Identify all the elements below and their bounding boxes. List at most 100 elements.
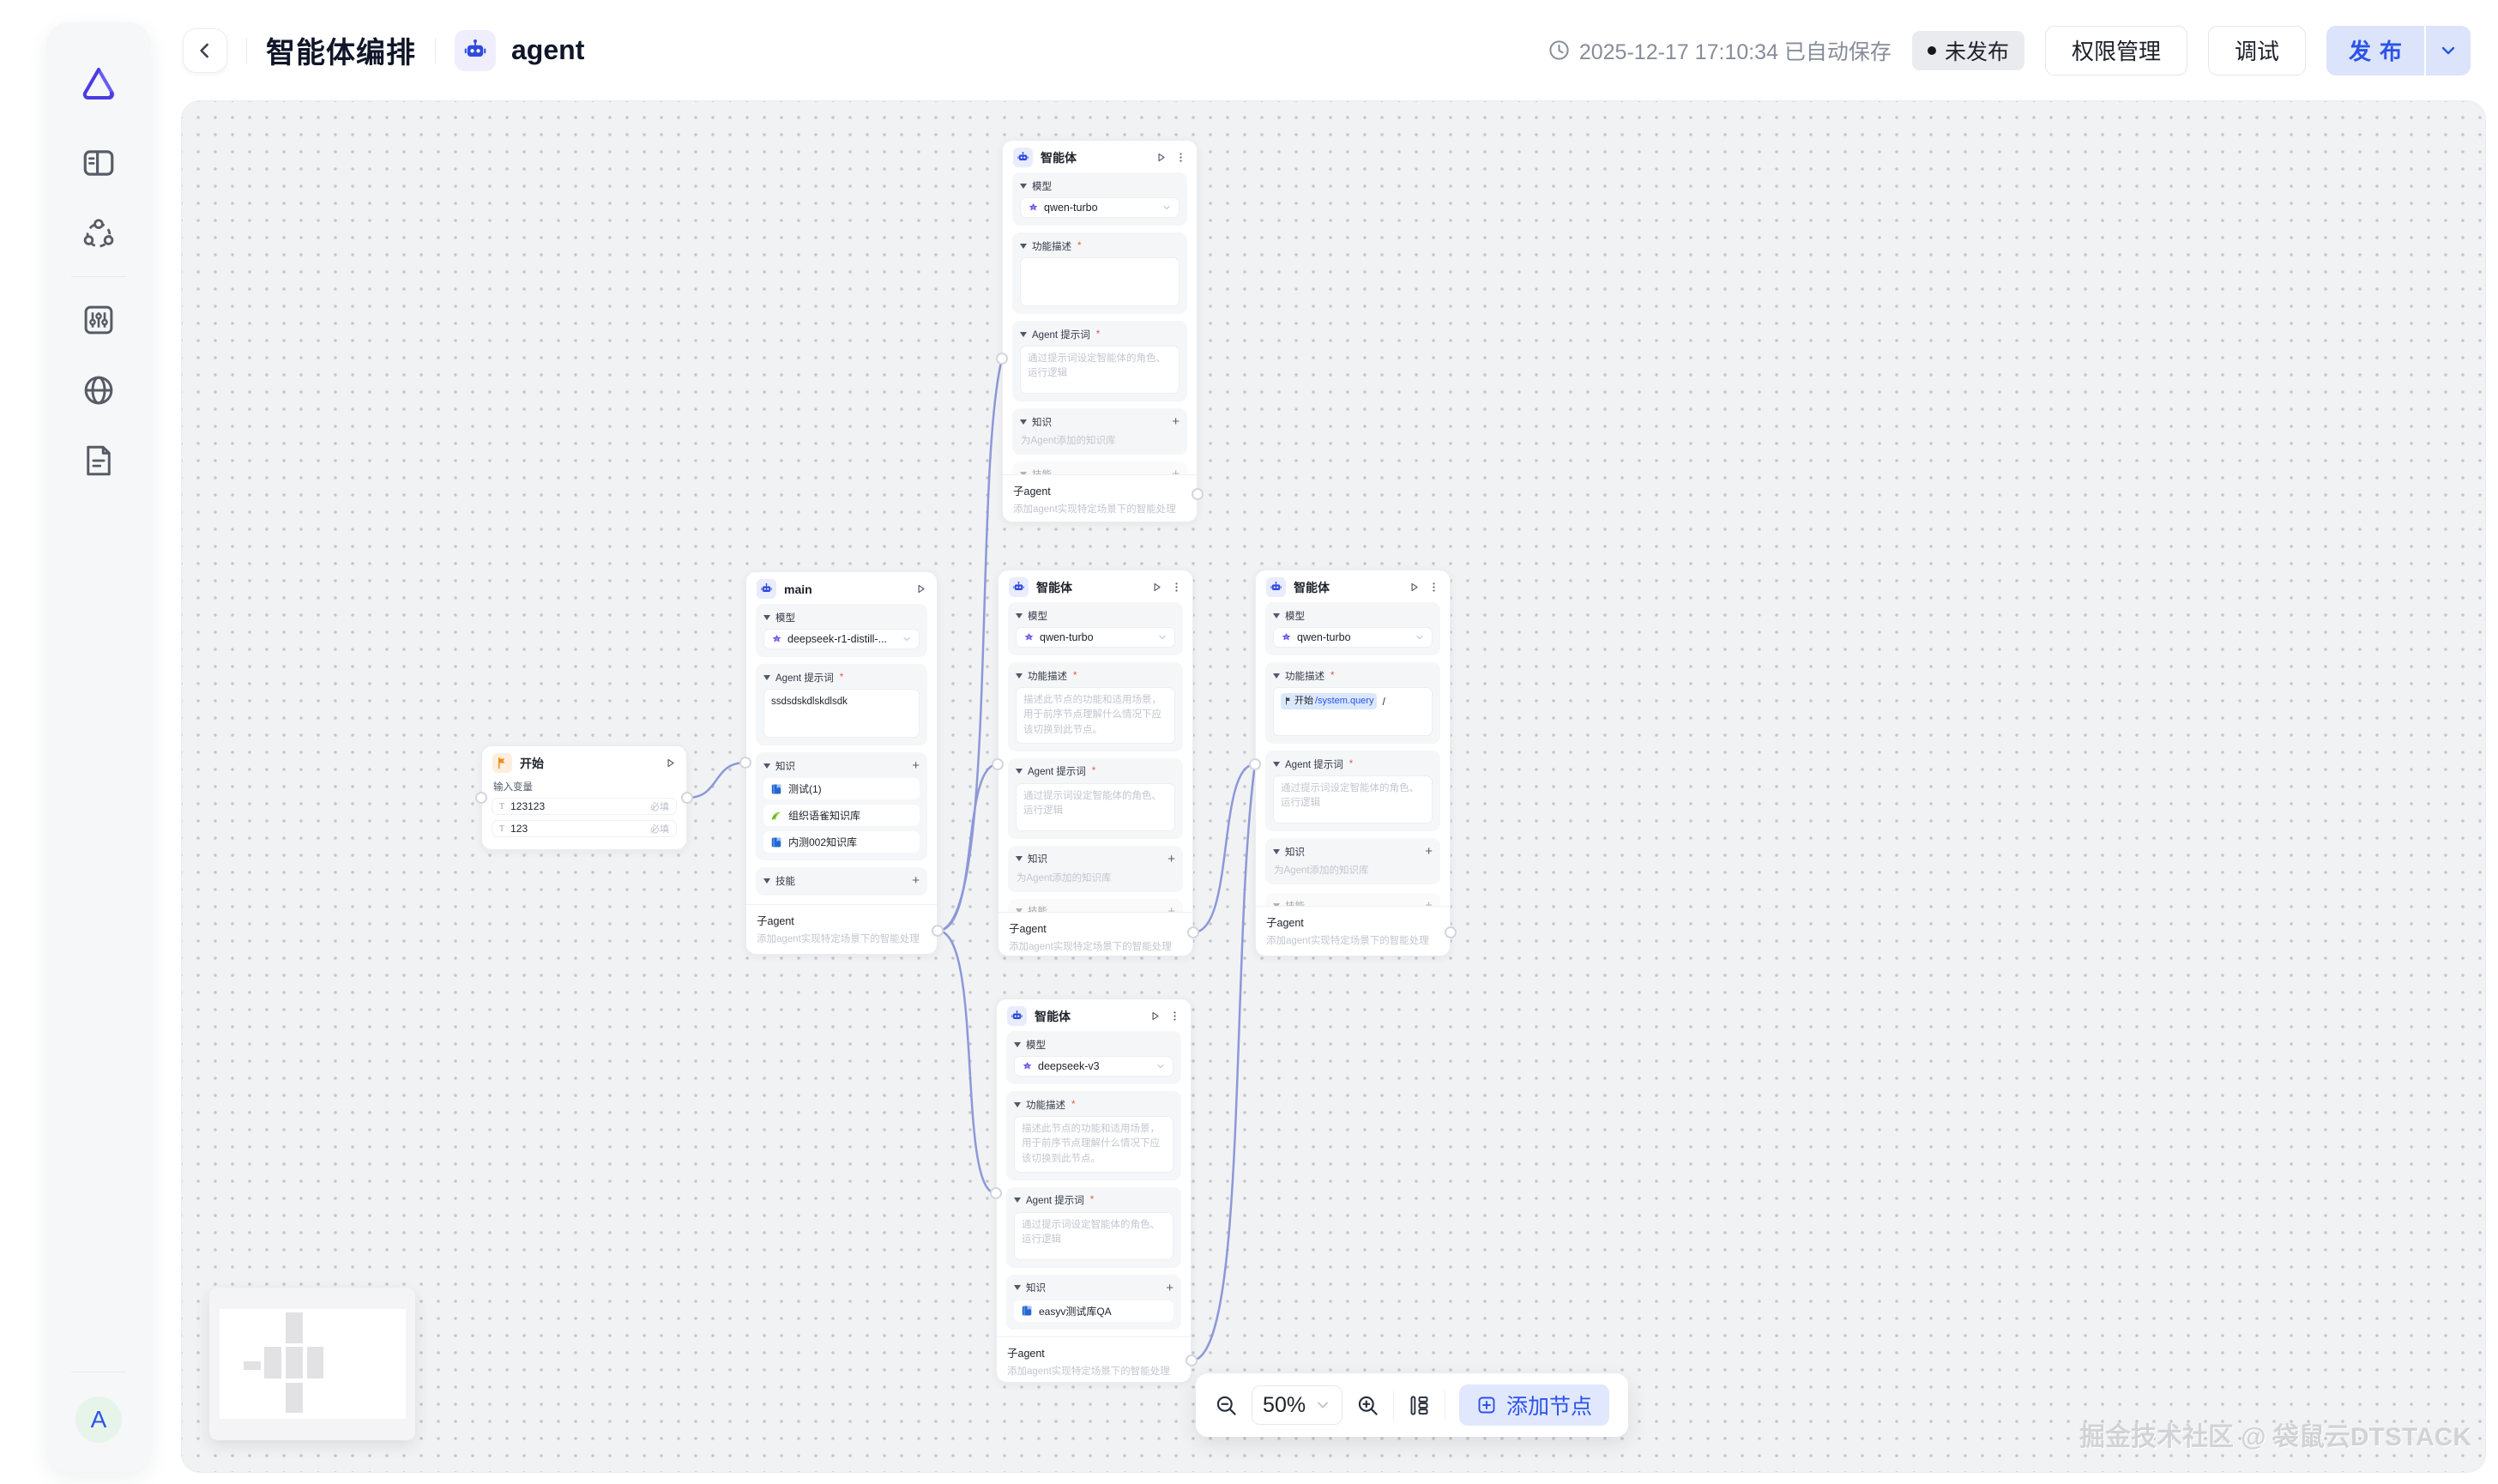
desc-textarea[interactable]: 开始/system.query / — [1273, 687, 1433, 736]
sidebar-item-panel[interactable] — [75, 139, 123, 187]
model-select[interactable]: qwen-turbo — [1273, 627, 1433, 648]
kebab-menu-icon[interactable] — [1428, 582, 1439, 593]
sidebar-item-web[interactable] — [75, 366, 123, 414]
model-select[interactable]: qwen-turbo — [1020, 197, 1180, 218]
desc-textarea[interactable]: 描述此节点的功能和适用场景，用于前序节点理解什么情况下应该切换到此节点。 — [1016, 687, 1175, 744]
prompt-textarea[interactable]: 通过提示词设定智能体的角色、运行逻辑 — [1014, 1211, 1174, 1260]
collapse-caret-icon[interactable] — [763, 763, 770, 769]
port-agent-top-subagent[interactable] — [1192, 488, 1204, 500]
prompt-textarea[interactable]: ssdsdskdlskdlsdk — [763, 689, 920, 738]
collapse-caret-icon[interactable] — [1020, 183, 1027, 189]
collapse-caret-icon[interactable] — [1014, 1041, 1021, 1047]
sub-agent-footer[interactable]: 子agent 添加agent实现特定场景下的智能处理 — [997, 1336, 1191, 1382]
port-agent-bottom-left[interactable] — [990, 1187, 1002, 1199]
zoom-level-select[interactable]: 50% — [1252, 1385, 1343, 1425]
port-agent-mid-left[interactable] — [992, 758, 1004, 770]
collapse-caret-icon[interactable] — [1020, 331, 1027, 337]
auto-layout-icon[interactable] — [1408, 1394, 1431, 1417]
collapse-caret-icon[interactable] — [1273, 673, 1280, 679]
node-agent-mid[interactable]: 智能体 模型 qwen-turbo 功能描述* 描述此节点的功能和适用场景，用于… — [998, 570, 1193, 956]
sidebar-item-settings[interactable] — [75, 296, 123, 344]
add-knowledge-button[interactable]: + — [1168, 851, 1175, 866]
run-node-icon[interactable] — [1409, 582, 1420, 593]
port-agent-bottom-subagent[interactable] — [1186, 1354, 1198, 1366]
variable-chip[interactable]: 开始/system.query — [1281, 693, 1378, 709]
collapse-caret-icon[interactable] — [1014, 1285, 1021, 1291]
knowledge-item[interactable]: 内测002知识库 — [763, 831, 920, 853]
add-node-button[interactable]: 添加节点 — [1458, 1384, 1609, 1426]
sidebar-item-nodes[interactable] — [75, 209, 123, 257]
zoom-out-icon[interactable] — [1215, 1394, 1238, 1417]
add-knowledge-button[interactable]: + — [1172, 414, 1180, 429]
publish-dropdown-button[interactable] — [2426, 25, 2471, 75]
run-node-icon[interactable] — [915, 583, 926, 594]
collapse-caret-icon[interactable] — [1273, 761, 1280, 767]
model-select[interactable]: qwen-turbo — [1016, 627, 1175, 648]
add-knowledge-button[interactable]: + — [1425, 844, 1433, 859]
port-start-left[interactable] — [475, 792, 487, 804]
collapse-caret-icon[interactable] — [763, 878, 770, 884]
sub-agent-footer[interactable]: 子agent 添加agent实现特定场景下的智能处理 — [999, 911, 1192, 956]
node-main[interactable]: main 模型 deepseek-r1-distill-... Agent 提示… — [745, 571, 938, 955]
knowledge-item[interactable]: 组织语雀知识库 — [763, 805, 920, 826]
run-node-icon[interactable] — [1151, 582, 1162, 593]
permissions-button[interactable]: 权限管理 — [2044, 25, 2187, 75]
collapse-caret-icon[interactable] — [1014, 1101, 1021, 1107]
kebab-menu-icon[interactable] — [1171, 582, 1182, 593]
run-node-icon[interactable] — [1155, 152, 1167, 163]
prompt-textarea[interactable]: 通过提示词设定智能体的角色、运行逻辑 — [1020, 346, 1180, 394]
add-knowledge-button[interactable]: + — [912, 758, 920, 773]
model-select[interactable]: deepseek-v3 — [1014, 1056, 1174, 1077]
collapse-caret-icon[interactable] — [1014, 1197, 1021, 1203]
node-agent-bottom[interactable]: 智能体 模型 deepseek-v3 功能描述* 描述此节点的功能和适用场景，用… — [996, 998, 1192, 1383]
model-select[interactable]: deepseek-r1-distill-... — [763, 629, 920, 649]
app-logo[interactable] — [75, 58, 123, 106]
kebab-menu-icon[interactable] — [1169, 1010, 1180, 1022]
collapse-caret-icon[interactable] — [1016, 769, 1023, 775]
port-agent-right-subagent[interactable] — [1445, 926, 1457, 938]
node-agent-top[interactable]: 智能体 模型 qwen-turbo 功能描述* Agent 提示词* — [1002, 140, 1198, 522]
port-main-subagent[interactable] — [932, 925, 944, 937]
add-knowledge-button[interactable]: + — [1166, 1280, 1174, 1295]
minimap[interactable] — [209, 1288, 415, 1440]
debug-button[interactable]: 调试 — [2207, 25, 2306, 75]
collapse-caret-icon[interactable] — [1016, 612, 1023, 618]
sidebar-item-docs[interactable] — [75, 437, 123, 485]
sub-agent-footer[interactable]: 子agent 添加agent实现特定场景下的智能处理 — [746, 904, 937, 954]
desc-textarea[interactable] — [1020, 257, 1180, 306]
collapse-caret-icon[interactable] — [1020, 419, 1027, 425]
publish-split-button[interactable]: 发布 — [2326, 25, 2471, 75]
run-node-icon[interactable] — [665, 757, 676, 769]
desc-textarea[interactable]: 描述此节点的功能和适用场景，用于前序节点理解什么情况下应该切换到此节点。 — [1014, 1116, 1174, 1173]
back-button[interactable] — [183, 27, 227, 73]
collapse-caret-icon[interactable] — [1016, 856, 1023, 862]
prompt-textarea[interactable]: 通过提示词设定智能体的角色、运行逻辑 — [1016, 782, 1175, 831]
sub-agent-footer[interactable]: 子agent 添加agent实现特定场景下的智能处理 — [1256, 906, 1450, 956]
collapse-caret-icon[interactable] — [1273, 612, 1280, 618]
knowledge-item[interactable]: 测试(1) — [763, 778, 920, 799]
input-variable-row[interactable]: T 123 必填 — [492, 820, 677, 837]
collapse-caret-icon[interactable] — [763, 614, 770, 620]
workflow-canvas[interactable]: 开始 输入变量 T 123123 必填 T 123 必填 main 模型 — [181, 100, 2486, 1473]
port-agent-mid-subagent[interactable] — [1187, 926, 1199, 938]
port-agent-right-left[interactable] — [1249, 758, 1261, 770]
collapse-caret-icon[interactable] — [763, 674, 770, 680]
collapse-caret-icon[interactable] — [1273, 848, 1280, 854]
prompt-textarea[interactable]: 通过提示词设定智能体的角色、运行逻辑 — [1273, 775, 1433, 823]
zoom-in-icon[interactable] — [1356, 1394, 1379, 1417]
publish-button[interactable]: 发布 — [2326, 25, 2424, 75]
node-start[interactable]: 开始 输入变量 T 123123 必填 T 123 必填 — [481, 745, 687, 850]
sub-agent-footer[interactable]: 子agent 添加agent实现特定场景下的智能处理 — [1003, 474, 1197, 522]
add-skill-button[interactable]: + — [912, 873, 920, 888]
port-start-right[interactable] — [681, 792, 693, 804]
node-agent-right[interactable]: 智能体 模型 qwen-turbo 功能描述* 开始 — [1255, 570, 1451, 956]
collapse-caret-icon[interactable] — [1020, 243, 1027, 249]
avatar[interactable]: A — [75, 1397, 122, 1443]
collapse-caret-icon[interactable] — [1016, 673, 1023, 679]
port-agent-top-left[interactable] — [996, 353, 1008, 365]
run-node-icon[interactable] — [1149, 1010, 1161, 1022]
kebab-menu-icon[interactable] — [1175, 152, 1186, 163]
port-main-left[interactable] — [739, 757, 751, 769]
knowledge-item[interactable]: easyv测试库QA — [1014, 1300, 1174, 1322]
input-variable-row[interactable]: T 123123 必填 — [492, 798, 677, 815]
